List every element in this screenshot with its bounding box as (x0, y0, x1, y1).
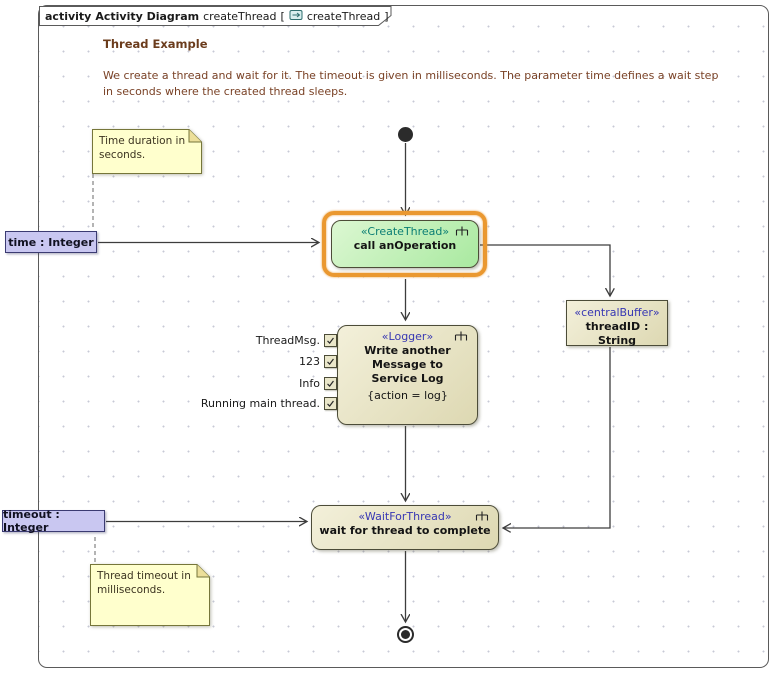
pin-icon (324, 377, 337, 390)
parameter-time[interactable]: time : Integer (5, 231, 97, 253)
pin-123[interactable]: 123 (299, 355, 337, 368)
action-stereotype: «WaitForThread» (358, 510, 452, 523)
pin-running-main-thread[interactable]: Running main thread. (201, 397, 337, 410)
pin-label: Info (299, 377, 320, 390)
activity-final-node[interactable] (397, 626, 414, 643)
pin-icon (324, 397, 337, 410)
note-thread-timeout[interactable]: Thread timeout in milliseconds. (90, 564, 210, 626)
buffer-name: threadID : String (585, 320, 649, 347)
final-node-dot (401, 630, 410, 639)
frame-header-tab[interactable]: activity Activity Diagram createThread [… (39, 6, 399, 27)
action-wait-for-thread[interactable]: «WaitForThread» wait for thread to compl… (311, 505, 499, 550)
action-name: call anOperation (353, 239, 457, 252)
note-shape (92, 129, 202, 174)
parameter-label: timeout : Integer (3, 508, 60, 534)
action-logger[interactable]: «Logger» Write another Message to Servic… (337, 325, 478, 425)
rake-icon (475, 511, 489, 524)
action-stereotype: «CreateThread» (360, 225, 450, 238)
rake-icon (455, 226, 469, 239)
activity-diagram-icon (289, 9, 303, 24)
frame-bracket-open: [ (280, 10, 285, 23)
action-name: Write another Message to Service Log (364, 344, 451, 385)
action-stereotype: «Logger» (381, 330, 434, 343)
frame-context-name: createThread (306, 10, 381, 23)
action-name: wait for thread to complete (319, 524, 491, 537)
rake-icon (454, 331, 468, 344)
parameter-timeout[interactable]: timeout : Integer (2, 508, 105, 534)
pin-label: Running main thread. (200, 397, 320, 410)
pin-icon (324, 355, 337, 368)
initial-node[interactable] (398, 127, 413, 142)
pin-icon (324, 334, 337, 347)
pin-info[interactable]: Info (299, 377, 337, 390)
diagram-description[interactable]: We create a thread and wait for it. The … (103, 69, 719, 98)
note-text: Time duration in seconds. (99, 135, 186, 161)
action-create-thread[interactable]: «CreateThread» call anOperation (331, 220, 479, 268)
note-text: Thread timeout in milliseconds. (97, 570, 191, 596)
frame-diagram-type: Activity Diagram (95, 10, 200, 23)
diagram-title[interactable]: Thread Example (103, 37, 208, 51)
pin-label: ThreadMsg. (255, 334, 320, 347)
action-tagged-value: {action = log} (367, 389, 448, 402)
edge-createthread-to-buffer[interactable] (480, 244, 610, 296)
note-shape (90, 564, 210, 626)
pin-label: 123 (299, 355, 320, 368)
frame-tab-shape (39, 6, 392, 26)
note-time-duration[interactable]: Time duration in seconds. (92, 129, 202, 174)
parameter-label: time : Integer (8, 235, 94, 249)
buffer-stereotype: «centralBuffer» (574, 306, 660, 319)
pin-threadmsg[interactable]: ThreadMsg. (256, 334, 337, 347)
frame-keyword: activity (45, 10, 92, 23)
frame-diagram-name: createThread (203, 10, 277, 23)
central-buffer-node[interactable]: «centralBuffer» threadID : String (566, 300, 668, 347)
frame-bracket-close: ] (384, 10, 389, 23)
edge-buffer-to-wait[interactable] (503, 347, 611, 528)
